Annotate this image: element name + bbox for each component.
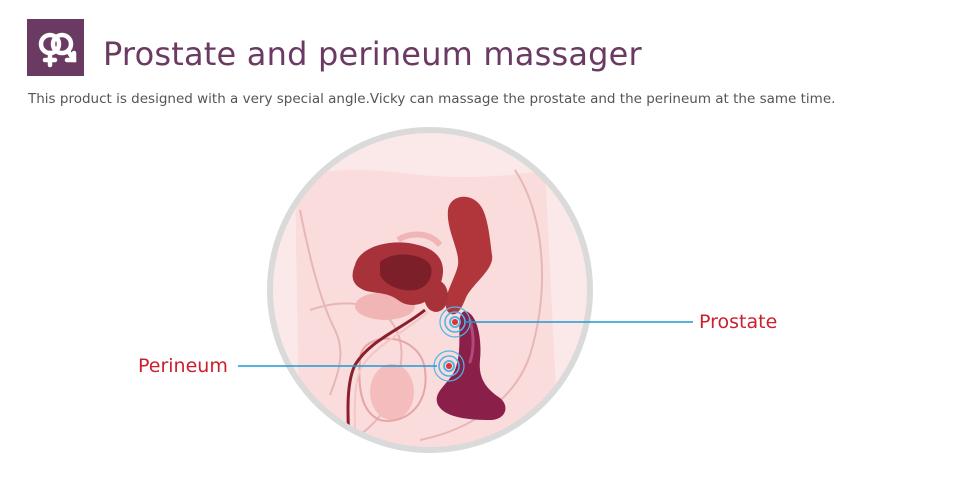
bladder-inner	[380, 254, 432, 291]
back-outline	[419, 169, 543, 441]
bladder-halo	[396, 231, 443, 248]
gender-symbols-icon	[38, 32, 76, 67]
anatomy-illustration	[295, 169, 560, 450]
page-title: Prostate and perineum massager	[103, 35, 642, 73]
massager-device	[436, 311, 506, 420]
prostate-gland	[424, 280, 448, 312]
massager-highlight	[468, 318, 475, 364]
inner-outline	[309, 302, 403, 450]
diagram-circle-ring	[267, 127, 593, 453]
page-description: This product is designed with a very spe…	[28, 91, 836, 107]
rectum	[445, 196, 493, 315]
prostate-label: Prostate	[699, 311, 777, 333]
perineum-label: Perineum	[138, 355, 228, 377]
front-outline	[299, 209, 342, 396]
testicle	[370, 364, 414, 420]
logo-badge	[27, 19, 84, 76]
